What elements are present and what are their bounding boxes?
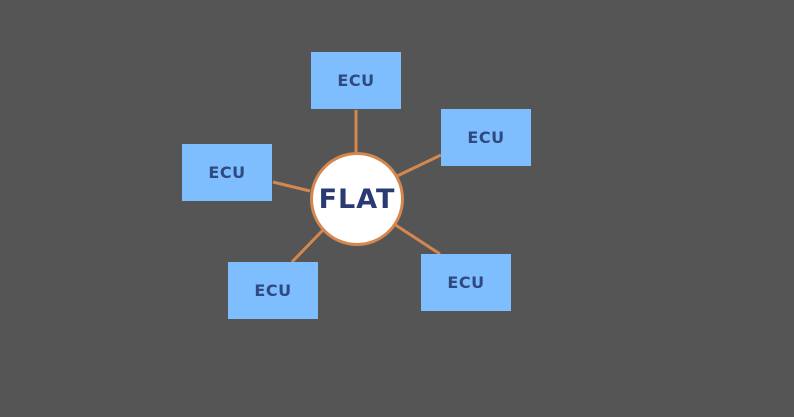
- ecu-node-upper-right: ECU: [441, 109, 531, 166]
- ecu-node-left: ECU: [182, 144, 272, 201]
- edge-hub-lower-left: [290, 228, 325, 264]
- ecu-node-lower-left: ECU: [228, 262, 318, 319]
- ecu-node-label: ECU: [254, 281, 292, 300]
- ecu-node-top: ECU: [311, 52, 401, 109]
- ecu-node-lower-right: ECU: [421, 254, 511, 311]
- hub-label: FLAT: [318, 183, 396, 215]
- flat-hub-node: FLAT: [310, 152, 404, 246]
- edge-hub-left: [272, 180, 311, 193]
- ecu-node-label: ECU: [208, 163, 246, 182]
- edge-hub-lower-right: [393, 222, 441, 256]
- ecu-node-label: ECU: [447, 273, 485, 292]
- edge-hub-upper-right: [394, 153, 442, 179]
- ecu-node-label: ECU: [337, 71, 375, 90]
- ecu-node-label: ECU: [467, 128, 505, 147]
